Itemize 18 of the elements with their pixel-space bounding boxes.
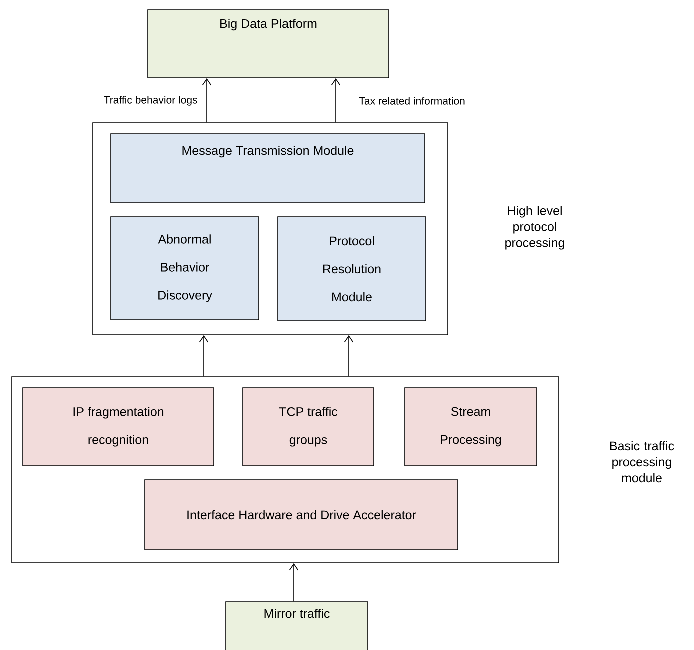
module-box: Abnormal Behavior Discovery	[110, 216, 260, 320]
arrow	[202, 78, 212, 123]
module-box: TCP traffic groups	[242, 388, 374, 466]
arrow	[344, 335, 354, 377]
module-box: Mirror traffic	[226, 602, 368, 650]
arrow	[199, 335, 209, 377]
module-box: Protocol Resolution Module	[278, 216, 426, 322]
module-box: Stream Processing	[404, 388, 538, 466]
edge-label: Traffic behavior logs	[102, 95, 199, 107]
module-box: Interface Hardware and Drive Accelerator	[144, 480, 458, 550]
side-label: High level protocol processing	[506, 206, 564, 250]
module-box: Message Transmission Module	[110, 134, 426, 204]
arrow	[289, 563, 299, 602]
module-box: IP fragmentation recognition	[22, 388, 214, 466]
side-label: Basic traffic processing module	[610, 441, 674, 483]
module-box: Big Data Platform	[148, 10, 390, 78]
arrow	[331, 78, 341, 123]
edge-label: Tax related information	[358, 96, 466, 106]
